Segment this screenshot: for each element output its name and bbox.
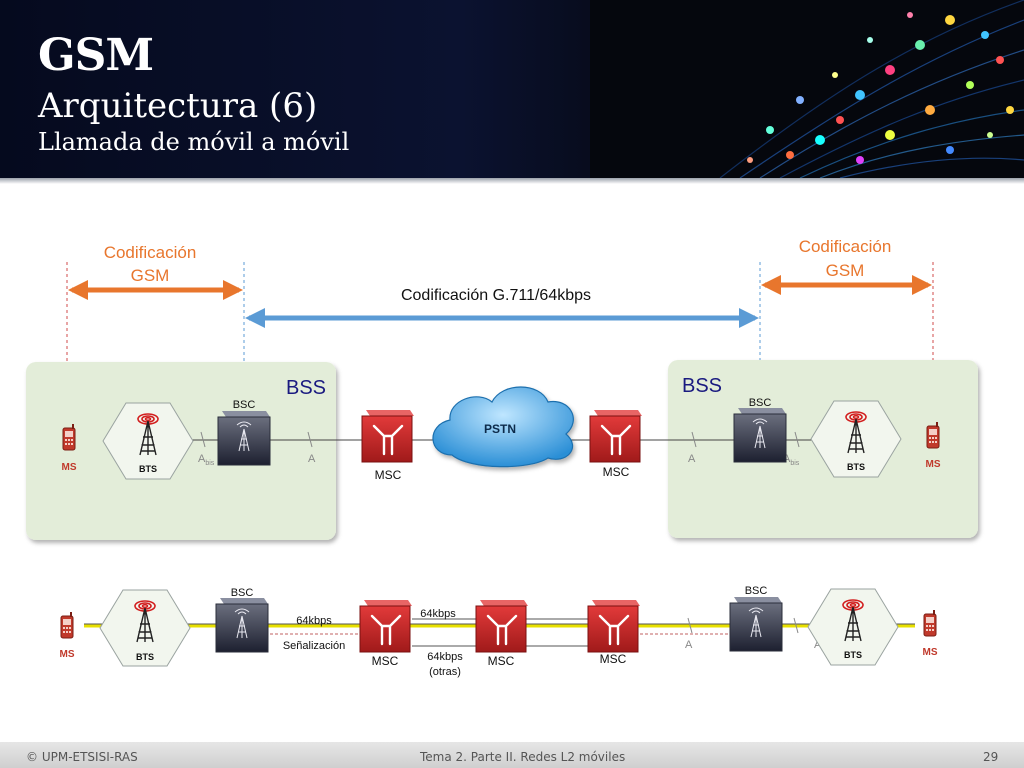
msc-right-label: MSC (603, 465, 630, 479)
bsc-bottom-left-icon (215, 597, 269, 653)
slide-header: GSM Arquitectura (6) Llamada de móvil a … (0, 0, 1024, 178)
bss-right-label: BSS (682, 375, 722, 397)
ms-bottom-left-icon (60, 611, 74, 639)
header-divider (0, 178, 1024, 184)
bsc-bottom-right-icon (729, 596, 783, 652)
ms-right-icon (926, 421, 940, 449)
rate-top-label: 64kbps (420, 608, 456, 620)
bsc-left-label: BSC (233, 399, 256, 411)
interface-ticks-top (200, 431, 800, 448)
ms-left-label: MS (62, 462, 77, 473)
abis-right-label: Abis (783, 453, 800, 467)
pstn-cloud (432, 386, 574, 468)
rate-left-label: 64kbps (296, 615, 332, 627)
bts-right-label: BTS (847, 462, 865, 472)
slide-subsubtitle: Llamada de móvil a móvil (38, 128, 350, 156)
fiber-optics-image (590, 0, 1024, 178)
ms-left-icon (62, 423, 76, 451)
slide-subtitle: Arquitectura (6) (38, 86, 318, 126)
coding-left-line2: GSM (131, 266, 170, 285)
signaling-label: Señalización (283, 640, 345, 652)
ms-bottom-left-label: MS (60, 649, 75, 660)
footer-copyright: © UPM-ETSISI-RAS (26, 750, 138, 764)
bss-left-label: BSS (286, 377, 326, 399)
bsc-right-icon (733, 407, 787, 463)
coding-right-line1: Codificación (799, 237, 892, 256)
footer-page-number: 29 (983, 750, 999, 764)
ms-bottom-right-icon (923, 609, 937, 637)
a-right-label: A (688, 453, 696, 465)
msc-right-icon (588, 408, 644, 464)
abis-left-label: Abis (198, 453, 215, 467)
bts-left-label: BTS (139, 464, 157, 474)
slide-title: GSM (38, 30, 154, 81)
msc-bottom-3-label: MSC (600, 652, 627, 666)
bts-bottom-right-label: BTS (844, 650, 862, 660)
coding-right-line2: GSM (826, 261, 865, 280)
msc-left-icon (360, 408, 416, 464)
ms-right-label: MS (926, 459, 941, 470)
msc-bottom-2-icon (474, 598, 530, 654)
bts-bottom-left-label: BTS (136, 652, 154, 662)
coding-left-line1: Codificación (104, 243, 197, 262)
msc-bottom-3-icon (586, 598, 642, 654)
a-bottom-label: A (685, 639, 693, 651)
a-left-label: A (308, 453, 316, 465)
msc-left-label: MSC (375, 468, 402, 482)
msc-bottom-1-label: MSC (372, 654, 399, 668)
slide-footer (0, 742, 1024, 768)
pstn-label: PSTN (484, 422, 516, 436)
bsc-left-icon (217, 410, 271, 466)
bsc-bottom-left-label: BSC (231, 587, 254, 599)
other-label: (otras) (429, 666, 461, 678)
msc-bottom-1-icon (358, 598, 414, 654)
ms-bottom-right-label: MS (923, 647, 938, 658)
interface-ticks-bottom (687, 617, 799, 634)
footer-course: Tema 2. Parte II. Redes L2 móviles (420, 750, 626, 764)
bsc-right-label: BSC (749, 397, 772, 409)
msc-bottom-2-label: MSC (488, 654, 515, 668)
bsc-bottom-right-label: BSC (745, 585, 768, 597)
coding-middle-label: Codificación G.711/64kbps (401, 287, 591, 304)
rate-other-label: 64kbps (427, 651, 463, 663)
